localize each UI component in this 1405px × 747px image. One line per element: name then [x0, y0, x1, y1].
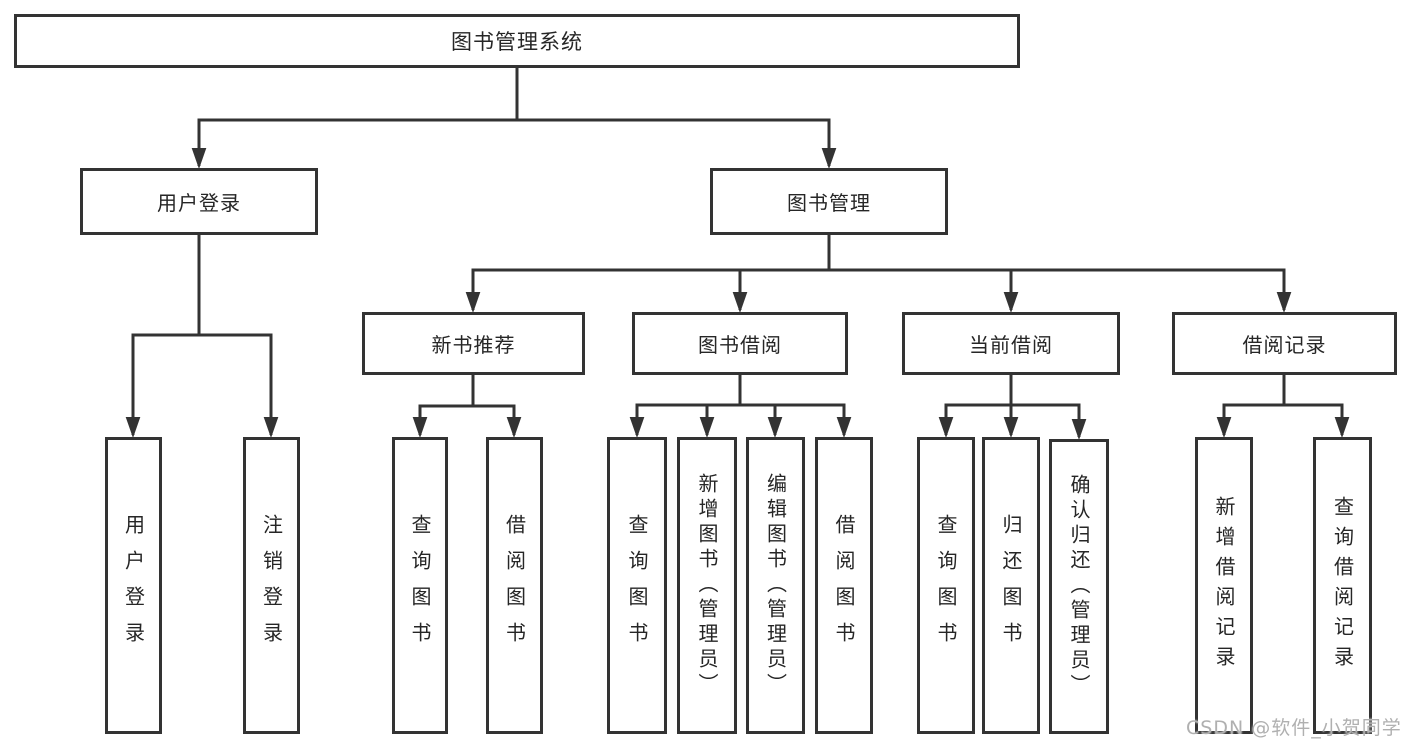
connector-book-mgmt-to-level3	[465, 235, 1292, 313]
connector-book-borrow-to-children	[629, 375, 852, 438]
leaf-bb-edit-books-admin-label: 编辑图书（管理员）	[763, 473, 788, 698]
leaf-cb-query-books: 查询图书	[917, 437, 975, 734]
leaf-bb-edit-books-admin: 编辑图书（管理员）	[746, 437, 805, 734]
leaf-user-login: 用户登录	[105, 437, 162, 734]
leaf-cb-confirm-return-admin-label: 确认归还（管理员）	[1067, 474, 1091, 699]
connector-root-to-level2	[191, 68, 837, 169]
leaf-br-add-record-label: 新增借阅记录	[1212, 495, 1236, 676]
node-borrow-record-label: 借阅记录	[1242, 333, 1327, 357]
leaf-logout: 注销登录	[243, 437, 300, 734]
node-book-borrow-label: 图书借阅	[698, 333, 782, 357]
connector-user-login-to-children	[125, 235, 279, 438]
leaf-bb-borrow-books-label: 借阅图书	[832, 513, 856, 658]
connector-borrow-record-to-children	[1216, 375, 1350, 438]
leaf-logout-label: 注销登录	[259, 513, 284, 658]
leaf-bb-query-books-label: 查询图书	[625, 513, 649, 658]
leaf-nb-borrow-books-label: 借阅图书	[502, 513, 527, 658]
node-user-login-label: 用户登录	[157, 191, 241, 215]
node-book-management-label: 图书管理	[787, 191, 871, 215]
leaf-br-query-record-label: 查询借阅记录	[1330, 495, 1355, 676]
leaf-br-add-record: 新增借阅记录	[1195, 437, 1253, 734]
leaf-cb-query-books-label: 查询图书	[934, 513, 958, 658]
leaf-bb-add-books-admin-label: 新增图书（管理员）	[695, 473, 719, 698]
node-book-management: 图书管理	[710, 168, 948, 235]
csdn-watermark: CSDN @软件_小贺同学	[1186, 717, 1402, 739]
node-current-borrow: 当前借阅	[902, 312, 1120, 375]
connector-new-book-rec-to-children	[412, 375, 522, 438]
node-root-label: 图书管理系统	[451, 30, 583, 54]
connector-current-borrow-to-children	[938, 375, 1087, 440]
leaf-cb-return-books-label: 归还图书	[999, 513, 1023, 658]
leaf-bb-add-books-admin: 新增图书（管理员）	[677, 437, 737, 734]
node-user-login: 用户登录	[80, 168, 318, 235]
leaf-br-query-record: 查询借阅记录	[1313, 437, 1372, 734]
node-new-book-recommend: 新书推荐	[362, 312, 585, 375]
leaf-nb-query-books: 查询图书	[392, 437, 448, 734]
leaf-cb-return-books: 归还图书	[982, 437, 1040, 734]
node-root: 图书管理系统	[14, 14, 1020, 68]
leaf-bb-borrow-books: 借阅图书	[815, 437, 873, 734]
node-borrow-record: 借阅记录	[1172, 312, 1397, 375]
leaf-nb-query-books-label: 查询图书	[408, 513, 432, 658]
leaf-nb-borrow-books: 借阅图书	[486, 437, 543, 734]
leaf-cb-confirm-return-admin: 确认归还（管理员）	[1049, 439, 1109, 734]
leaf-user-login-label: 用户登录	[121, 513, 146, 658]
node-current-borrow-label: 当前借阅	[969, 333, 1053, 357]
leaf-bb-query-books: 查询图书	[607, 437, 667, 734]
node-new-book-recommend-label: 新书推荐	[431, 333, 516, 357]
node-book-borrow: 图书借阅	[632, 312, 848, 375]
